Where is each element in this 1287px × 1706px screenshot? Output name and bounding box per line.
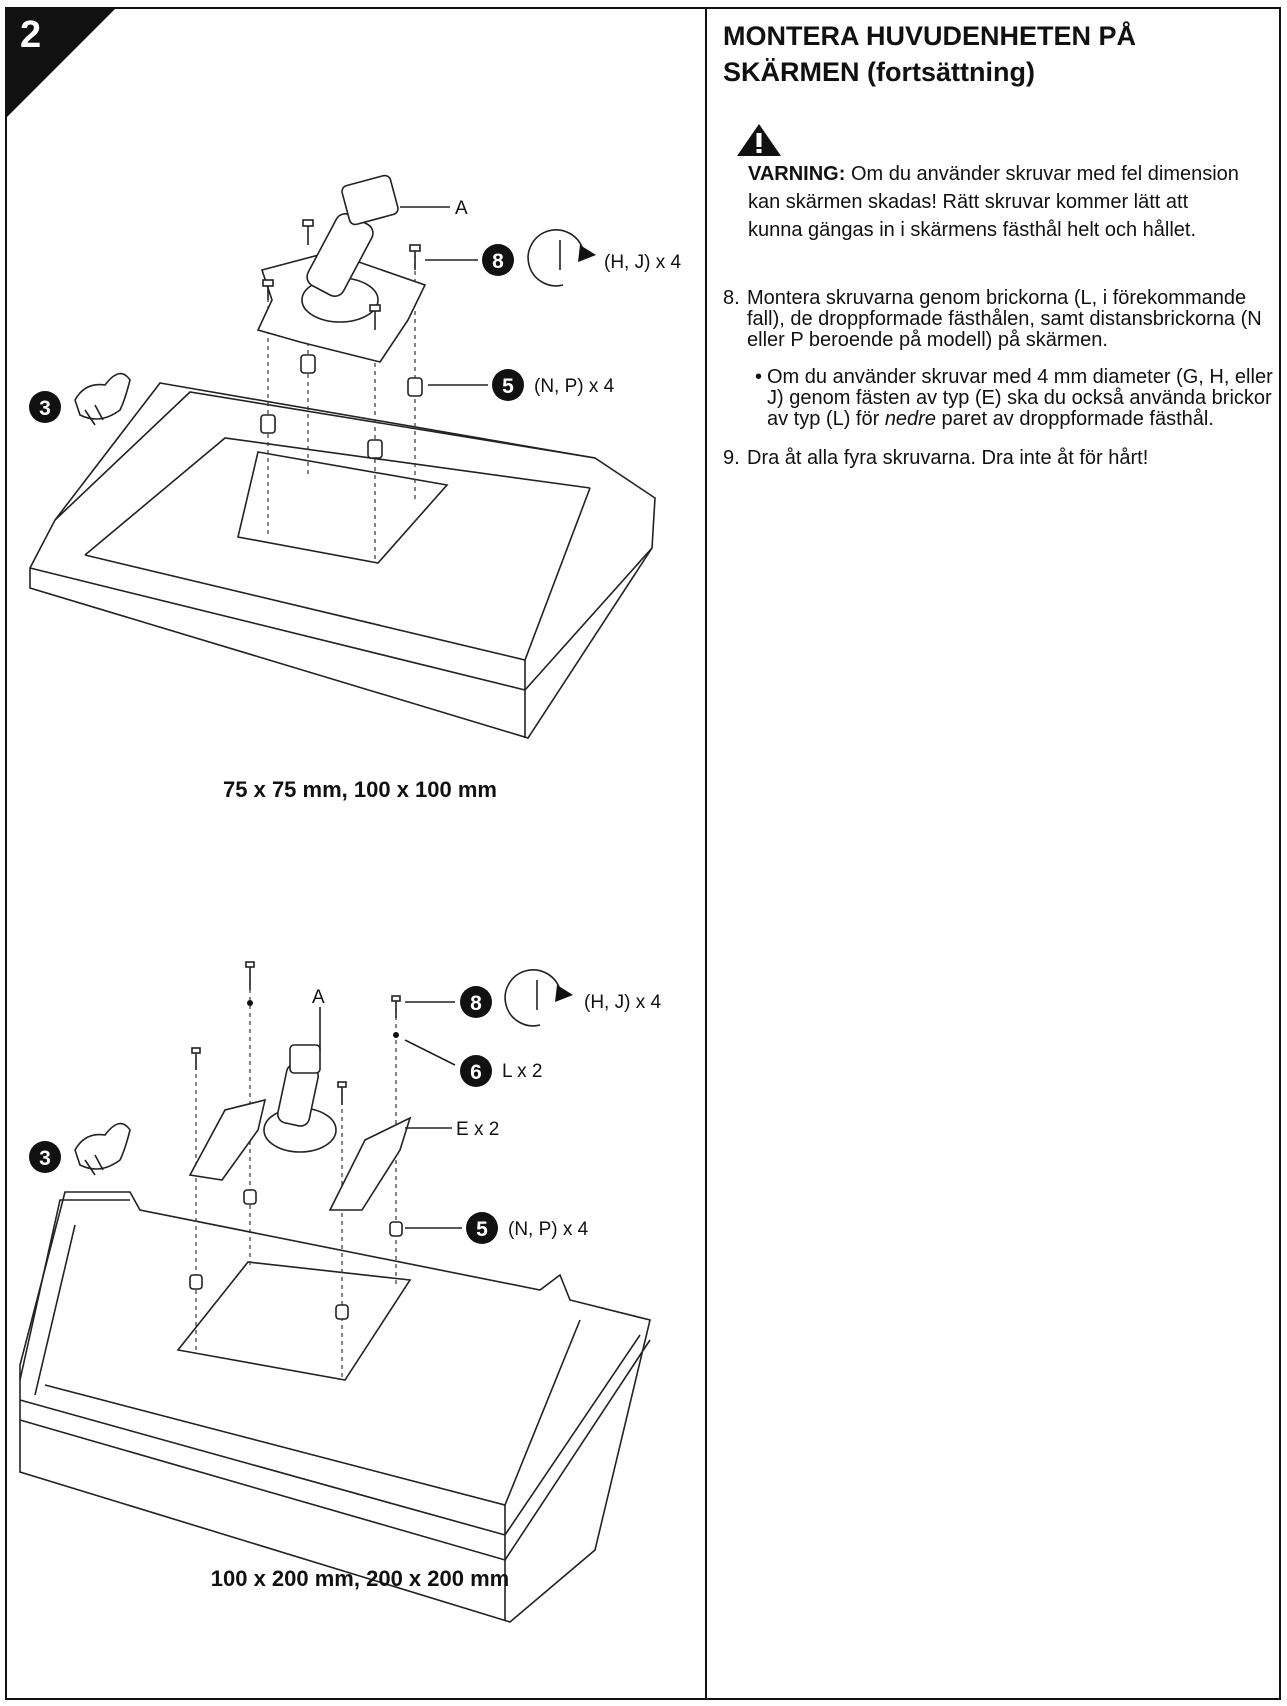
badge-screws-bottom-text: 8 xyxy=(470,992,482,1015)
diagram-top-illustration: A 8 (H, J) x 4 5 (N, P) x 4 3 xyxy=(29,174,681,739)
warning-icon xyxy=(737,124,781,156)
warning-text: VARNING: Om du använder skruvar med fel … xyxy=(748,160,1248,244)
instruction-step-8: 8. Montera skruvarna genom brickorna (L,… xyxy=(723,288,1283,351)
badge-spacers xyxy=(492,369,524,401)
diagram-bottom-illustration: A 8 (H, J) x 4 6 L x 2 E x 2 5 (N, P) x … xyxy=(19,961,661,1623)
diagram-top-caption: 75 x 75 mm, 100 x 100 mm xyxy=(223,777,497,802)
bracket-e-left xyxy=(188,1098,267,1181)
instruction-bullet: • Om du använder skruvar med 4 mm diamet… xyxy=(755,367,1283,430)
badge-screws xyxy=(482,244,514,276)
badge-spacers-text: 5 xyxy=(502,375,514,398)
badge-washers-text: 6 xyxy=(470,1061,482,1084)
brackets-label: E x 2 xyxy=(456,1119,499,1140)
badge-washers xyxy=(460,1055,492,1087)
monitor-back-shape xyxy=(29,382,656,739)
bullet-emphasis: nedre xyxy=(884,408,936,430)
washers-label: L x 2 xyxy=(502,1061,543,1082)
hand-icon xyxy=(74,372,131,426)
page-title: MONTERA HUVUDENHETEN PÅ SKÄRMEN (fortsät… xyxy=(723,21,1137,87)
bracket-e-right xyxy=(328,1116,412,1211)
mount-recess-bottom xyxy=(176,1261,412,1381)
part-a-label-bottom: A xyxy=(312,987,325,1008)
hand-icon-bottom xyxy=(74,1122,131,1176)
spacers-label: (N, P) x 4 xyxy=(534,376,615,397)
badge-hand-text: 3 xyxy=(39,397,51,420)
bullet-text-after: paret av droppformade fästhål. xyxy=(935,408,1214,430)
bullet-dot: • xyxy=(755,366,763,388)
monitor-back-shape-bottom xyxy=(19,1191,651,1623)
page-frame xyxy=(5,7,1281,1700)
instruction-step-9: 9. Dra åt alla fyra skruvarna. Dra inte … xyxy=(723,448,1283,469)
spacers-label-bottom: (N, P) x 4 xyxy=(508,1219,589,1240)
warning-body: Om du använder skruvar med fel dimension… xyxy=(748,163,1239,241)
mount-recess xyxy=(237,451,449,564)
badge-spacers-bottom-text: 5 xyxy=(476,1218,488,1241)
step-index: 8. xyxy=(723,287,740,309)
column-divider xyxy=(705,7,707,1700)
step-index: 9. xyxy=(723,447,740,469)
badge-hand xyxy=(29,391,61,423)
warning-label: VARNING: xyxy=(748,163,846,185)
screwdriver-rotate-icon-bottom xyxy=(504,969,573,1027)
instruction-steps: 8. Montera skruvarna genom brickorna (L,… xyxy=(723,288,1283,485)
part-a-label: A xyxy=(455,198,468,219)
step-text: Montera skruvarna genom brickorna (L, i … xyxy=(747,287,1262,351)
bullet-text-before: Om du använder skruvar med 4 mm diameter… xyxy=(767,366,1273,430)
badge-hand-bottom xyxy=(29,1141,61,1173)
badge-hand-bottom-text: 3 xyxy=(39,1147,51,1170)
step-number: 2 xyxy=(20,14,42,56)
diagram-bottom-caption: 100 x 200 mm, 200 x 200 mm xyxy=(210,1566,510,1591)
step-text: Dra åt alla fyra skruvarna. Dra inte åt … xyxy=(747,447,1149,469)
screws-label: (H, J) x 4 xyxy=(604,252,681,273)
badge-screws-text: 8 xyxy=(492,250,504,273)
screws-label-bottom: (H, J) x 4 xyxy=(584,992,661,1013)
screwdriver-rotate-icon xyxy=(527,229,596,287)
bullet-text: Om du använder skruvar med 4 mm diameter… xyxy=(767,367,1283,430)
badge-spacers-bottom xyxy=(466,1212,498,1244)
badge-screws-bottom xyxy=(460,986,492,1018)
step-corner-marker xyxy=(5,7,117,119)
